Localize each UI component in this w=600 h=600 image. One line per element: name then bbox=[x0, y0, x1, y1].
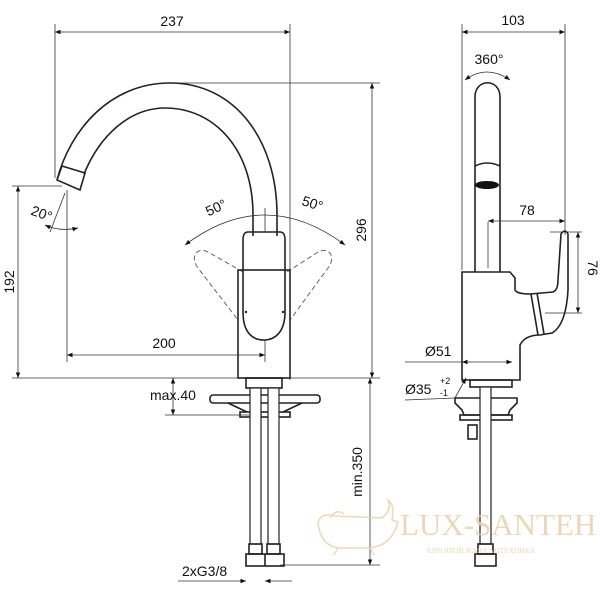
extension-lines bbox=[12, 24, 380, 566]
watermark-tagline: ЕВРОПЕЙСКАЯ САНТЕХНИКА bbox=[427, 546, 536, 555]
hose-left bbox=[249, 387, 262, 545]
dim-spout-reach: 200 bbox=[152, 335, 176, 351]
side-view: 103 360° 78 76 Ø51 Ø35 +2 -1 bbox=[404, 12, 600, 567]
dim-lever-height: 76 bbox=[585, 260, 600, 276]
dim-width-total: 237 bbox=[160, 13, 184, 29]
dim-hole-tol-minus: -1 bbox=[440, 388, 448, 398]
mounting-plate bbox=[209, 394, 321, 404]
dim-hose-length: min.350 bbox=[349, 447, 365, 497]
dim-spout-height: 192 bbox=[1, 270, 17, 294]
dim-lever-left-angle: 50° bbox=[203, 196, 229, 219]
dim-swivel: 360° bbox=[475, 51, 504, 67]
side-spout bbox=[474, 81, 501, 272]
lever-right-position bbox=[286, 250, 333, 321]
lever-left-position bbox=[193, 250, 244, 321]
dim-spout-angle: 20° bbox=[29, 202, 54, 224]
dim-depth-total: 103 bbox=[501, 12, 525, 28]
front-view: 237 192 296 200 20° 50° 50° max.40 min.3… bbox=[1, 13, 380, 584]
watermark-brand: LUX-SANTEH bbox=[400, 507, 596, 542]
aerator-outlet bbox=[475, 181, 499, 189]
watermark: LUX-SANTEH ЕВРОПЕЙСКАЯ САНТЕХНИКА bbox=[317, 497, 596, 556]
spout bbox=[56, 82, 278, 236]
hose-right bbox=[267, 387, 280, 545]
dim-base-diameter: Ø51 bbox=[425, 343, 452, 359]
dim-connection: 2xG3/8 bbox=[182, 563, 227, 579]
spout-aerator bbox=[55, 165, 86, 192]
dim-lever-right-angle: 50° bbox=[300, 192, 325, 214]
dim-total-height: 296 bbox=[353, 218, 369, 242]
dim-max-deck: max.40 bbox=[150, 387, 196, 403]
lever bbox=[242, 231, 286, 341]
side-body bbox=[461, 230, 569, 381]
dim-hole-tol-plus: +2 bbox=[440, 376, 450, 386]
dim-hole-diameter: Ø35 bbox=[405, 381, 432, 397]
dim-spout-to-lever: 78 bbox=[519, 202, 535, 218]
body-base bbox=[237, 269, 291, 379]
bathtub-logo-icon bbox=[317, 497, 399, 556]
